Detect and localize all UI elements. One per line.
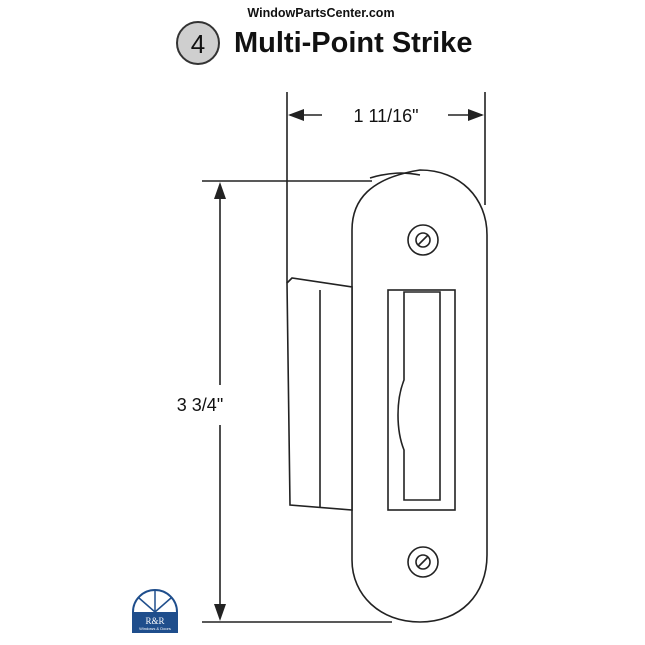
height-dimension-label: 3 3/4" [177,395,223,415]
rr-logo: R&R Windows & Doors [132,589,178,633]
watermark: WindowPartsCenter.com [247,6,394,20]
dimension-arrows [214,109,484,621]
logo-text: R&R [145,616,164,626]
badge-number: 4 [191,29,205,59]
strike-plate [286,169,488,623]
page-title: Multi-Point Strike [234,27,472,59]
badge-circle [176,21,220,65]
width-dimension-label: 1 11/16" [353,106,418,126]
logo-subtext: Windows & Doors [139,626,171,631]
